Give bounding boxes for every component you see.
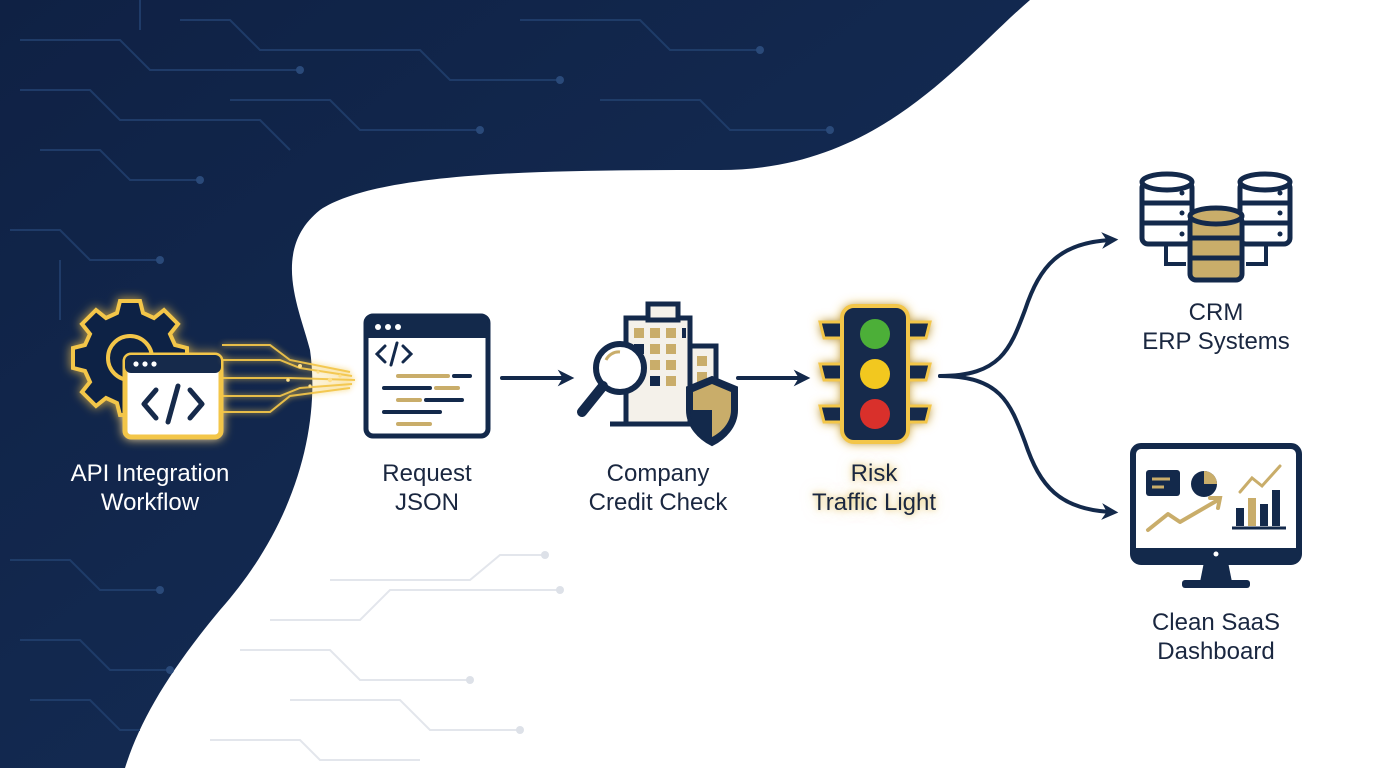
credit-check-label: Company Credit Check [589, 459, 728, 517]
circuit-nodes-dark [156, 46, 834, 674]
circuit-nodes-light [466, 551, 564, 734]
crm-label-line1: CRM [1188, 299, 1244, 326]
api-label-line2: Workflow [100, 489, 200, 516]
arrow-risk-to-crm [938, 232, 1119, 378]
arrow-risk-to-dashboard [938, 374, 1119, 520]
red-light [860, 399, 890, 429]
monitor-dashboard-icon [1130, 443, 1302, 588]
traffic-light-icon [818, 304, 932, 444]
database-cluster-icon [1139, 171, 1293, 283]
request-json-label: Request JSON [382, 459, 471, 517]
yellow-light [860, 359, 890, 389]
dashboard-label: Clean SaaS Dashboard [1152, 608, 1280, 666]
circuit-traces-light [210, 554, 560, 761]
data-stream-particles [286, 364, 342, 388]
dashboard-label-line2: Dashboard [1157, 638, 1275, 665]
building-magnifier-shield-icon [577, 301, 738, 447]
code-window-icon [363, 313, 491, 439]
data-stream-lines [222, 344, 356, 413]
gear-code-window-icon [71, 299, 224, 440]
api-integration-label: API Integration Workflow [71, 459, 230, 517]
request-label-line2: JSON [394, 489, 460, 516]
circuit-traces-dark [10, 0, 830, 731]
green-light [860, 319, 890, 349]
request-label-line1: Request [382, 460, 472, 487]
crm-label-line2: ERP Systems [1142, 328, 1290, 355]
risk-label-line1: Risk [850, 460, 898, 487]
credit-label-line2: Credit Check [588, 489, 728, 516]
risk-label-line2: Traffic Light [811, 489, 937, 516]
dashboard-label-line1: Clean SaaS [1151, 609, 1281, 636]
credit-label-line1: Company [606, 460, 710, 487]
risk-traffic-light-label: Risk Traffic Light [812, 459, 936, 517]
flow-arrows [500, 232, 1119, 520]
background-wave [0, 0, 1030, 768]
api-label-line1: API Integration [70, 460, 230, 487]
crm-erp-label: CRM ERP Systems [1142, 298, 1290, 356]
